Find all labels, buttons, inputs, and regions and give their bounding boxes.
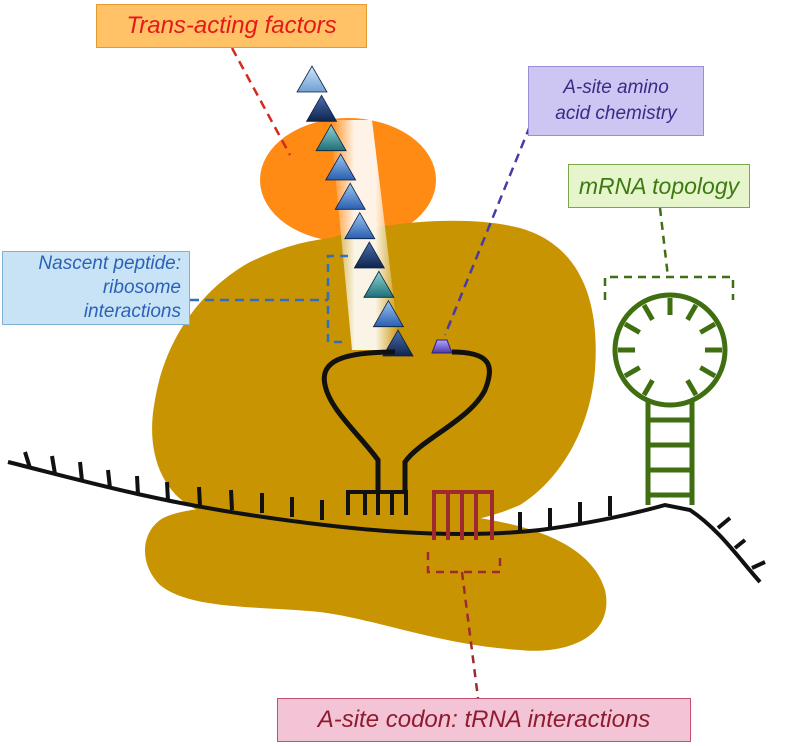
trans-acting-factors-label: Trans-acting factors: [96, 4, 367, 48]
asite-label-line-1: A-site amino: [563, 77, 669, 98]
asite-codon-bracket: [432, 490, 494, 540]
hairpin-loop-base: [623, 365, 641, 379]
peptide-residue: [315, 123, 347, 152]
ribosome-small-subunit: [145, 505, 607, 651]
hairpin-loop-base: [641, 303, 655, 321]
mrna-topology-dashed-bracket: [603, 275, 735, 300]
peptide-residue: [363, 270, 395, 298]
hairpin-loop-base: [685, 379, 699, 397]
mrna-nucleotide-tick: [733, 538, 747, 550]
mrna-nucleotide-tick: [751, 560, 766, 570]
mrna-nucleotide-tick: [78, 461, 84, 482]
mrna-nucleotide-tick: [716, 516, 732, 530]
asite-amino-acid-residue: [431, 339, 453, 354]
mrna-nucleotide-tick: [135, 475, 140, 496]
hairpin-loop-base: [641, 379, 655, 397]
mrna-hairpin: [612, 292, 728, 505]
peptide-residue: [296, 65, 328, 93]
trna-p-site: [321, 349, 396, 490]
mrna-nucleotide-tick: [23, 451, 32, 469]
asite-connector: [443, 125, 532, 336]
mrna-topology-label: mRNA topology: [568, 164, 750, 208]
mrna-topology-text: mRNA topology: [578, 172, 740, 199]
mrna-nucleotide-tick: [106, 469, 112, 489]
ribosome-large-subunit: [152, 220, 596, 533]
hairpin-loop-base: [699, 321, 717, 335]
nascent-peptide-label: Nascent peptide: ribosome interactions: [2, 251, 190, 325]
asite-label-line-2: acid chemistry: [555, 103, 677, 124]
p-site-anticodon-bracket: [346, 490, 408, 515]
peptide-residue: [372, 299, 405, 328]
mrna-nucleotides: [23, 451, 766, 570]
mrna-nucleotide-tick: [229, 489, 234, 511]
nascent-label-line-3: interactions: [83, 301, 181, 322]
asite-codon-text: A-site codon: tRNA interactions: [317, 706, 651, 733]
asite-codon-trna-label: A-site codon: tRNA interactions: [277, 698, 691, 742]
trna-a-site: [402, 349, 492, 490]
peptide-residue: [334, 182, 366, 210]
nascent-peptide-chain: [296, 65, 414, 357]
trans-acting-connector: [230, 47, 292, 156]
mrna-nucleotide-tick: [197, 486, 202, 507]
mrna-topology-connector: [658, 207, 670, 278]
peptide-residue: [324, 153, 357, 181]
peptide-residue: [344, 211, 376, 240]
hairpin-loop-base: [623, 321, 641, 335]
peptide-residue: [305, 94, 338, 122]
nascent-label-line-2: ribosome: [102, 277, 181, 298]
peptide-residue: [382, 329, 414, 357]
peptide-residue: [353, 241, 386, 269]
mrna-nucleotide-tick: [50, 455, 57, 475]
nascent-label-line-1: Nascent peptide:: [38, 253, 181, 274]
asite-codon-dashed-bracket: [426, 552, 502, 574]
mrna-nucleotide-tick: [165, 481, 170, 502]
asite-amino-acid-chemistry-label: A-site amino acid chemistry: [528, 66, 704, 136]
codon-connector-line: [460, 571, 480, 699]
hairpin-loop-base: [685, 303, 699, 321]
mrna-strand: [7, 460, 762, 584]
trans-acting-factors-text: Trans-acting factors: [126, 12, 337, 39]
hairpin-loop-base: [699, 365, 717, 379]
